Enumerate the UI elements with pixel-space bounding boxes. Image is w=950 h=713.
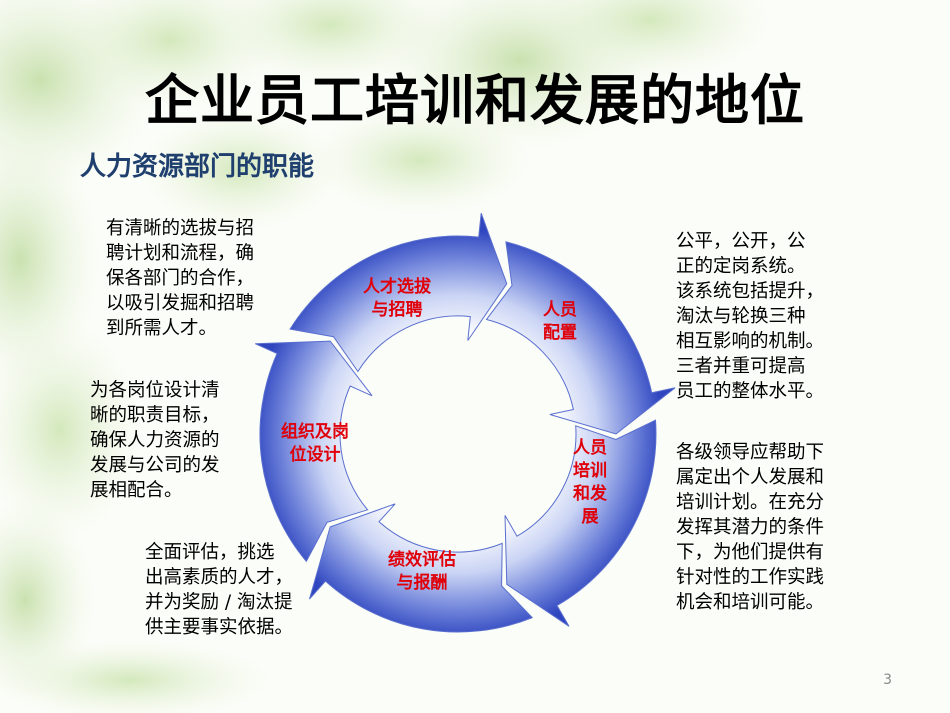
cycle-label-line: 人才选拔	[363, 277, 431, 297]
note-line: 相互影响的机制。	[676, 331, 825, 352]
cycle-label-line: 与招聘	[371, 300, 423, 320]
cycle-label-recruit: 人才选拔 与招聘	[337, 276, 457, 322]
cycle-label-line: 绩效评估	[388, 550, 456, 570]
note-line: 有清晰的选拔与招	[106, 218, 255, 239]
slide-subtitle: 人力资源部门的职能	[80, 152, 315, 182]
note-line: 全面评估，挑选	[145, 542, 275, 563]
note-line: 出高素质的人才，	[145, 567, 294, 588]
note-line: 三者并重可提高	[676, 356, 806, 377]
note-recruitment: 有清晰的选拔与招 聘计划和流程，确 保各部门的合作， 以吸引发掘和招聘 到所需人…	[106, 216, 254, 341]
note-line: 以吸引发掘和招聘	[106, 293, 255, 314]
cycle-label-line: 和发	[573, 484, 607, 504]
cycle-label-line: 组织及岗	[281, 422, 349, 442]
cycle-label-training: 人员 培训 和发 展	[550, 437, 630, 529]
note-line: 针对性的工作实践	[676, 567, 825, 588]
note-line: 属定出个人发展和	[676, 467, 825, 488]
note-line: 晰的职责目标，	[90, 405, 220, 426]
arrow-evaluation	[309, 503, 534, 633]
cycle-label-org-design: 组织及岗 位设计	[260, 421, 370, 467]
note-line: 为各岗位设计清	[90, 380, 220, 401]
cycle-label-line: 人员	[573, 438, 607, 458]
note-line: 供主要事实依据。	[145, 617, 294, 638]
note-line: 该系统包括提升，	[676, 281, 825, 302]
slide-title: 企业员工培训和发展的地位	[145, 69, 805, 132]
note-line: 正的定岗系统。	[676, 256, 806, 277]
note-line: 淘汰与轮换三种	[676, 306, 806, 327]
cycle-label-line: 培训	[573, 461, 607, 481]
cycle-label-line: 人员	[543, 300, 577, 320]
arrow-staffing	[485, 241, 676, 435]
note-line: 保各部门的合作，	[106, 268, 255, 289]
note-line: 员工的整体水平。	[676, 381, 825, 402]
note-line: 培训计划。在充分	[676, 492, 825, 513]
note-training: 各级领导应帮助下 属定出个人发展和 培训计划。在充分 发挥其潜力的条件 下，为他…	[676, 440, 824, 615]
cycle-label-evaluation: 绩效评估 与报酬	[362, 549, 482, 595]
note-line: 到所需人才。	[106, 318, 218, 339]
note-staffing: 公平，公开，公 正的定岗系统。 该系统包括提升， 淘汰与轮换三种 相互影响的机制…	[676, 229, 824, 404]
cycle-label-line: 位设计	[289, 445, 341, 465]
note-line: 并为奖励 / 淘汰提	[145, 592, 293, 613]
arrow-recruit	[289, 213, 508, 373]
note-line: 机会和培训可能。	[676, 592, 825, 613]
cycle-label-line: 配置	[543, 323, 577, 343]
arrow-training	[504, 419, 657, 627]
note-line: 发展与公司的发	[90, 455, 220, 476]
arrow-org-design	[254, 340, 373, 563]
note-line: 发挥其潜力的条件	[676, 517, 825, 538]
note-evaluation: 全面评估，挑选 出高素质的人才， 并为奖励 / 淘汰提 供主要事实依据。	[145, 540, 293, 640]
note-line: 确保人力资源的	[90, 430, 220, 451]
page-number: 3	[883, 672, 892, 688]
note-line: 下，为他们提供有	[676, 542, 825, 563]
note-line: 展相配合。	[90, 480, 183, 501]
note-line: 公平，公开，公	[676, 231, 806, 252]
note-line: 聘计划和流程，确	[106, 243, 255, 264]
cycle-label-staffing: 人员 配置	[520, 299, 600, 345]
note-org-design: 为各岗位设计清 晰的职责目标， 确保人力资源的 发展与公司的发 展相配合。	[90, 378, 220, 503]
note-line: 各级领导应帮助下	[676, 442, 825, 463]
cycle-label-line: 与报酬	[396, 573, 448, 593]
cycle-label-line: 展	[581, 507, 599, 527]
